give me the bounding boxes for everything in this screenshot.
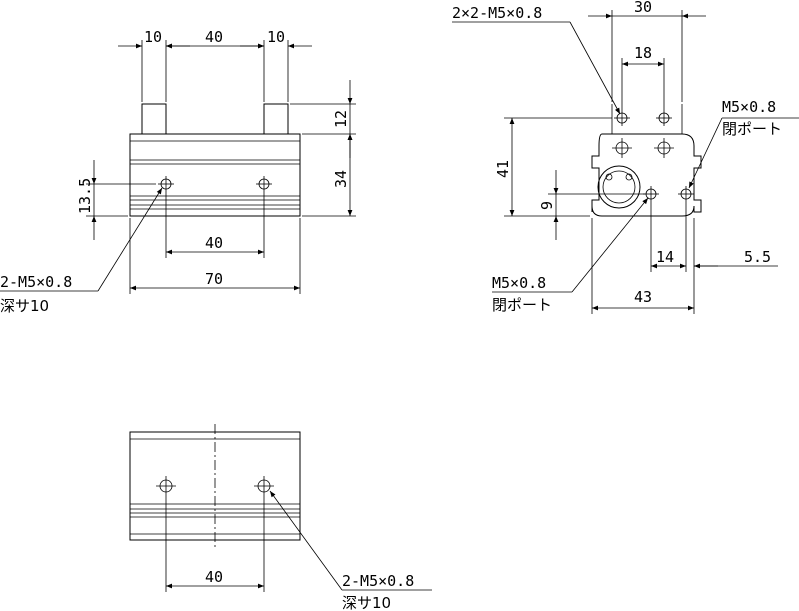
- side-dim-30: 30: [634, 0, 652, 16]
- side-callout-right-label: 閉ポート: [722, 120, 782, 138]
- side-callout-bottom-label: 閉ポート: [492, 296, 552, 314]
- side-port-right: [678, 186, 694, 202]
- front-view: 10 40 10 12 34 13.5 40 70 2-M5×0.8 深サ10: [0, 28, 356, 315]
- body-outline: [129, 133, 301, 217]
- bottom-hole-left: [156, 476, 176, 496]
- side-dim-41: 41: [494, 160, 512, 178]
- side-view: 30 18 2×2-M5×0.8 41 9 M5×0.8 閉ポート M5×0.8…: [452, 0, 799, 314]
- bottom-hole-right: [254, 476, 274, 496]
- side-dim-14: 14: [656, 248, 674, 266]
- side-hole-mid-left: [612, 138, 632, 158]
- bottom-view: 40 2-M5×0.8 深サ10: [129, 424, 432, 611]
- dim-pin-height: 12: [332, 110, 350, 128]
- side-hole-mid-right: [654, 138, 674, 158]
- front-callout-depth: 深サ10: [0, 297, 49, 315]
- side-body-outline: [591, 133, 702, 217]
- front-hole-right: [256, 176, 272, 192]
- side-dim-43: 43: [634, 288, 652, 306]
- right-pin: [263, 103, 289, 135]
- side-callout-top: 2×2-M5×0.8: [452, 4, 542, 22]
- side-cylinder: [597, 165, 641, 209]
- dim-hole-height: 13.5: [76, 178, 94, 214]
- left-pin: [141, 103, 167, 135]
- side-dim-9: 9: [538, 201, 556, 210]
- dim-hole-pitch: 40: [205, 234, 223, 252]
- side-hole-top-right: [656, 110, 672, 126]
- side-port-bottom: [643, 186, 659, 202]
- bottom-callout-thread: 2-M5×0.8: [342, 572, 414, 590]
- side-dim-5-5: 5.5: [744, 248, 771, 266]
- side-dim-18: 18: [634, 44, 652, 62]
- side-callout-bottom-thread: M5×0.8: [492, 274, 546, 292]
- dim-body-height: 34: [332, 170, 350, 188]
- side-hole-top-left: [614, 110, 630, 126]
- side-callout-right-thread: M5×0.8: [722, 98, 776, 116]
- dim-width: 70: [205, 270, 223, 288]
- dim-top-mid: 40: [205, 28, 223, 46]
- dim-top-left: 10: [144, 28, 162, 46]
- bottom-callout-depth: 深サ10: [342, 594, 391, 611]
- bottom-dim-hole-pitch: 40: [205, 568, 223, 586]
- front-hole-left: [158, 176, 174, 192]
- dim-top-right: 10: [267, 28, 285, 46]
- front-callout-thread: 2-M5×0.8: [0, 273, 72, 291]
